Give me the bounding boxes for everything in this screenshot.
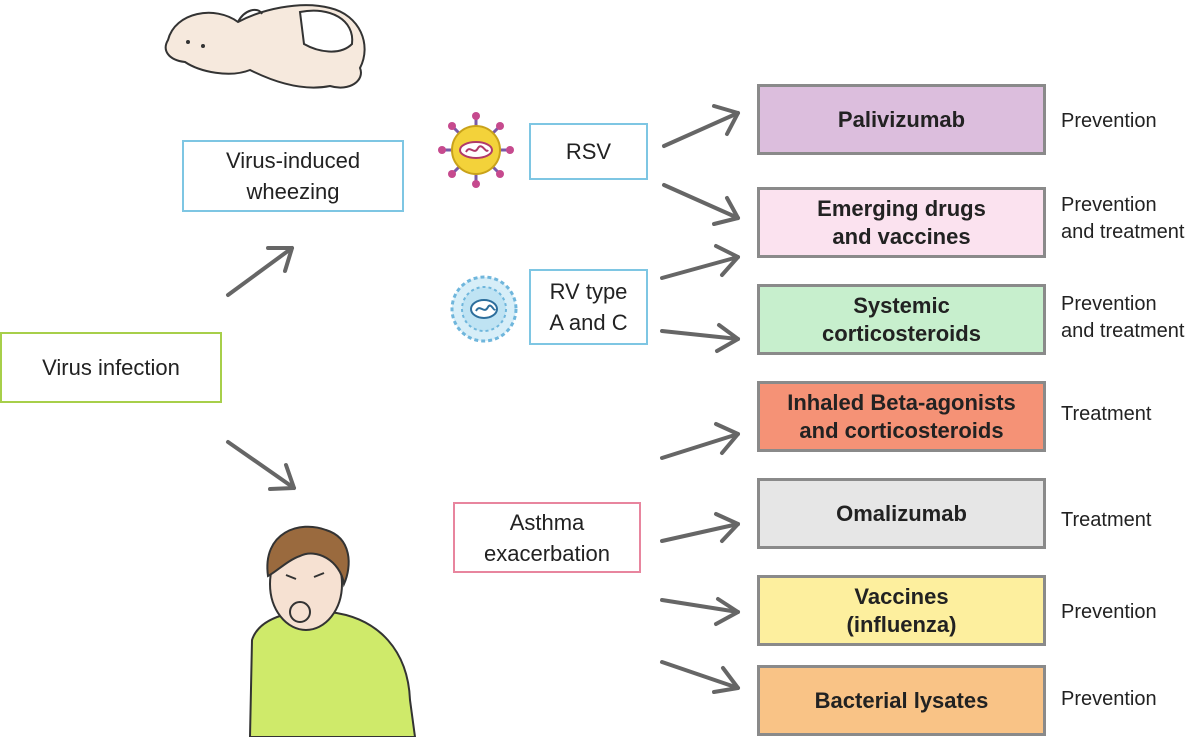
treatment-label: Bacterial lysates: [814, 687, 989, 713]
arrow-rv-to-emerging: [660, 244, 740, 280]
arrow-asthma-to-omalizumab: [660, 512, 740, 543]
asthma-exacerbation-box: Asthma exacerbation: [453, 502, 641, 573]
coughing-child-illustration: [248, 525, 417, 737]
treatment-label: and corticosteroids: [799, 417, 1004, 443]
treatment-inhaled-beta-agonists: Inhaled Beta-agonists and corticosteroid…: [757, 381, 1046, 452]
arrow-rsv-to-emerging: [662, 183, 740, 226]
treatment-label: Vaccines: [854, 583, 949, 609]
treatment-label: (influenza): [846, 611, 957, 637]
infant-lying-illustration: [164, 4, 366, 89]
rv-label-line-2: A and C: [549, 310, 628, 335]
treatment-label: and vaccines: [832, 223, 971, 249]
wheezing-label-line-2: wheezing: [246, 179, 340, 204]
use-label-emerging-drugs: Prevention and treatment: [1061, 194, 1185, 243]
treatment-bacterial-lysates: Bacterial lysates: [757, 665, 1046, 736]
wheezing-label-line-1: Virus-induced: [225, 148, 361, 173]
use-label-palivizumab: Prevention: [1061, 110, 1157, 132]
use-label-systemic-corticosteroids: Prevention and treatment: [1061, 293, 1185, 342]
treatment-vaccines-influenza: Vaccines (influenza): [757, 575, 1046, 646]
rv-label-line-1: RV type: [549, 279, 628, 304]
treatment-label: Systemic: [853, 292, 950, 318]
use-label-bacterial-lysates: Prevention: [1061, 688, 1157, 710]
treatment-label: Palivizumab: [837, 106, 966, 132]
arrows: [226, 104, 740, 694]
arrow-rsv-to-palivizumab: [662, 104, 740, 148]
virus-induced-wheezing-box: Virus-induced wheezing: [182, 140, 404, 212]
treatment-omalizumab: Omalizumab: [757, 478, 1046, 549]
arrow-asthma-to-vaccines: [660, 597, 740, 626]
treatment-label: Emerging drugs: [817, 195, 986, 221]
treatment-label: corticosteroids: [822, 320, 981, 346]
treatment-label: Inhaled Beta-agonists: [787, 389, 1016, 415]
use-label-vaccines: Prevention: [1061, 601, 1157, 623]
rsv-box: RSV: [529, 123, 648, 180]
rv-virus-icon: [450, 275, 518, 343]
use-label-omalizumab: Treatment: [1061, 509, 1152, 531]
treatment-palivizumab: Palivizumab: [757, 84, 1046, 155]
rsv-label: RSV: [565, 139, 612, 164]
arrow-asthma-to-lysates: [660, 660, 740, 694]
rsv-virus-icon: [438, 112, 514, 188]
arrow-rv-to-corticosteroids: [660, 323, 740, 353]
virus-infection-box: Virus infection: [0, 332, 222, 403]
arrow-infection-to-asthma: [226, 440, 296, 491]
asthma-label-line-1: Asthma: [509, 509, 585, 535]
use-label-inhaled: Treatment: [1061, 403, 1152, 425]
arrow-asthma-to-inhaled: [660, 422, 740, 460]
asthma-label-line-2: exacerbation: [484, 540, 610, 566]
arrow-infection-to-wheezing: [226, 246, 294, 297]
treatment-systemic-corticosteroids: Systemic corticosteroids: [757, 284, 1046, 355]
virus-infection-label: Virus infection: [42, 355, 180, 380]
treatment-emerging-drugs: Emerging drugs and vaccines: [757, 187, 1046, 258]
treatment-label: Omalizumab: [836, 500, 967, 526]
rv-box: RV type A and C: [529, 269, 648, 345]
